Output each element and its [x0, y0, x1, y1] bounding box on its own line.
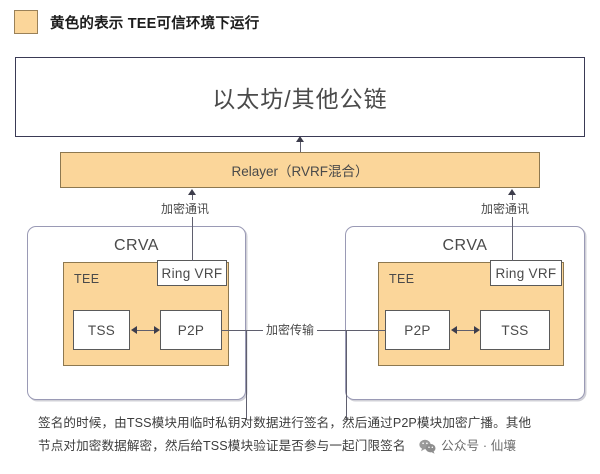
arrow-left-tss — [131, 326, 137, 334]
connector-right-drop — [345, 329, 347, 420]
edge-label-left-encrypted-comm: 加密通讯 — [158, 200, 213, 217]
ring-vrf-module-right: Ring VRF — [490, 260, 562, 286]
connector-relayer-to-chain — [299, 140, 301, 154]
arrow-right-p2p — [451, 326, 457, 334]
public-chain-label: 以太坊/其他公链 — [212, 86, 388, 112]
edge-label-encrypted-transport: 加密传输 — [263, 321, 318, 338]
arrow-right-crva-to-relayer — [508, 189, 516, 195]
connector-tss-p2p-left — [136, 329, 154, 331]
caption-line-2-wrap: 节点对加密数据解密，然后给TSS模块验证是否参与一起门限签名 公众号 · 仙壤 — [38, 435, 568, 458]
arrow-relayer-to-chain — [296, 136, 304, 142]
caption-line-2: 节点对加密数据解密，然后给TSS模块验证是否参与一起门限签名 — [38, 439, 406, 453]
arrow-left-crva-to-relayer — [188, 189, 196, 195]
caption-line-1: 签名的时候，由TSS模块用临时私钥对数据进行签名，然后通过P2P模块加密广播。其… — [38, 416, 532, 430]
connector-right-crva-to-relayer — [511, 195, 513, 261]
tee-left-label: TEE — [74, 272, 100, 286]
edge-label-right-encrypted-comm: 加密通讯 — [478, 200, 533, 217]
caption: 签名的时候，由TSS模块用临时私钥对数据进行签名，然后通过P2P模块加密广播。其… — [38, 412, 568, 458]
ring-vrf-module-left: Ring VRF — [157, 260, 227, 286]
legend: 黄色的表示 TEE可信环境下运行 — [14, 10, 259, 34]
arrow-right-tss — [474, 326, 480, 334]
connector-left-crva-to-relayer — [191, 195, 193, 261]
crva-right-title: CRVA — [442, 237, 488, 254]
wechat-account-name: 公众号 · 仙壤 — [441, 439, 517, 454]
p2p-module-right: P2P — [385, 310, 450, 350]
tee-right-label: TEE — [389, 272, 415, 286]
legend-label: 黄色的表示 TEE可信环境下运行 — [50, 15, 260, 32]
connector-p2p-tss-right — [456, 329, 474, 331]
connector-left-drop — [245, 329, 247, 420]
relayer-box: Relayer（RVRF混合） — [60, 152, 540, 188]
p2p-module-left: P2P — [160, 310, 222, 350]
wechat-icon — [419, 439, 436, 454]
arrow-left-p2p — [154, 326, 160, 334]
crva-left-title: CRVA — [114, 237, 159, 254]
public-chain-box: 以太坊/其他公链 — [15, 57, 585, 137]
relayer-label: Relayer（RVRF混合） — [231, 164, 369, 179]
wechat-watermark: 公众号 · 仙壤 — [419, 435, 516, 458]
legend-color-swatch — [14, 10, 38, 34]
tss-module-left: TSS — [73, 310, 130, 350]
tss-module-right: TSS — [480, 310, 550, 350]
